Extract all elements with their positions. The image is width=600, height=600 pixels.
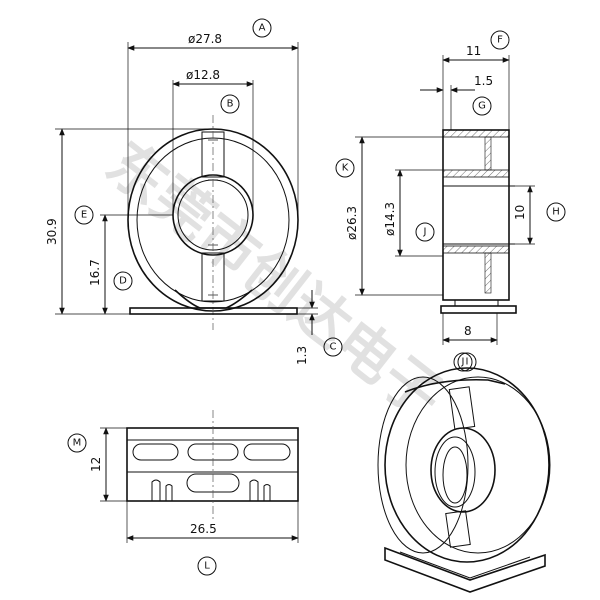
center-height-label: 16.7	[88, 259, 102, 286]
flange-diameter-label: ø26.3	[345, 206, 359, 240]
base-depth-label: 8	[464, 324, 472, 338]
callout-g: G	[478, 101, 486, 112]
flange-thickness-label: 1.5	[474, 74, 493, 88]
callout-b: B	[227, 99, 234, 110]
base-width-label: 12	[89, 457, 103, 472]
callout-j: J	[423, 227, 427, 238]
callout-a: A	[259, 23, 266, 34]
callout-d: D	[119, 276, 127, 287]
callout-m: M	[73, 438, 82, 449]
callout-j-iso: J	[461, 357, 465, 368]
side-width-label: 11	[466, 44, 481, 58]
callout-e: E	[81, 210, 87, 221]
outer-diameter-label: ø27.8	[188, 32, 222, 46]
callout-k: K	[342, 163, 349, 174]
watermark: 东莞市创达电子	[94, 129, 456, 433]
base-thickness-label: 1.3	[295, 346, 309, 365]
callout-c: C	[330, 342, 337, 353]
bottom-view: 12 M 26.5 L	[67, 410, 299, 576]
base-length-label: 26.5	[190, 522, 217, 536]
isometric-view: J	[377, 352, 551, 593]
total-height-label: 30.9	[45, 218, 59, 245]
callout-l: L	[204, 561, 210, 572]
window-height-label: 10	[513, 205, 527, 220]
callout-i: I	[466, 357, 469, 368]
side-view: 11 F 1.5 G ø26.3 K ø14.3 J 10 H	[335, 30, 566, 372]
callout-h: H	[552, 207, 560, 218]
inner-diameter-label: ø12.8	[186, 68, 220, 82]
callout-f: F	[497, 35, 503, 46]
svg-text:东莞市创达电子: 东莞市创达电子	[94, 129, 456, 433]
front-view: ø27.8 A ø12.8 B 30.9 E 16.7 D 1.3 C	[45, 18, 343, 365]
bore-diameter-label: ø14.3	[383, 202, 397, 236]
